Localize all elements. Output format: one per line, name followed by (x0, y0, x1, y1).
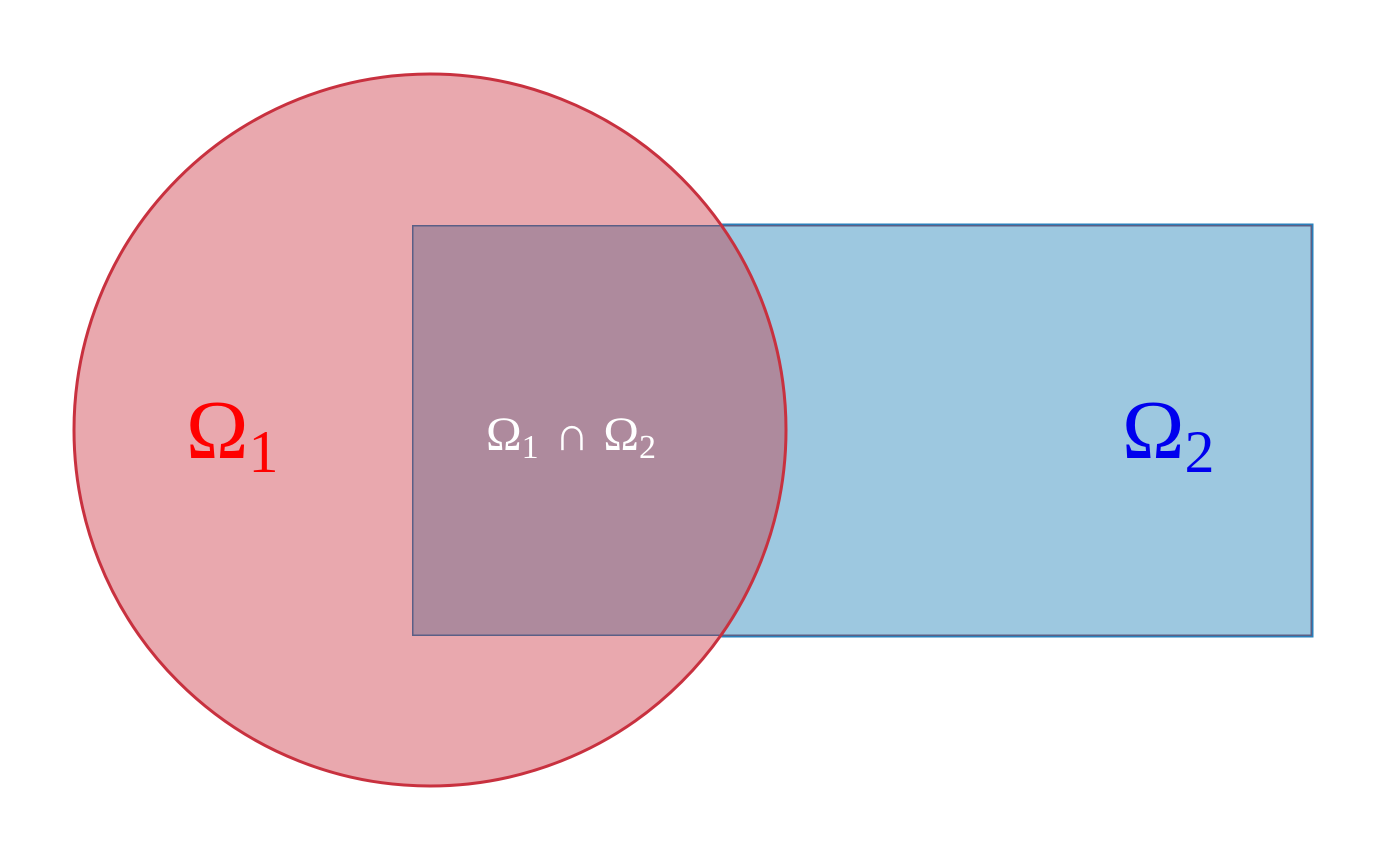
intersection-symbol-b: Ω (603, 408, 639, 461)
intersection-symbol-a: Ω (486, 408, 522, 461)
intersection-region (412, 225, 786, 636)
intersection-subscript-b: 2 (639, 429, 656, 466)
set-two-subscript: 2 (1184, 419, 1214, 485)
set-one-subscript: 1 (248, 419, 278, 485)
set-one-label: Ω1 (186, 384, 278, 485)
set-one-symbol: Ω (186, 384, 248, 477)
intersection-label: Ω1∩Ω2 (486, 408, 656, 466)
set-one-outline (72, 72, 788, 788)
set-two-label: Ω2 (1122, 384, 1214, 485)
set-two-symbol: Ω (1122, 384, 1184, 477)
intersection-subscript-a: 1 (522, 429, 539, 466)
intersection-operator: ∩ (555, 408, 590, 461)
